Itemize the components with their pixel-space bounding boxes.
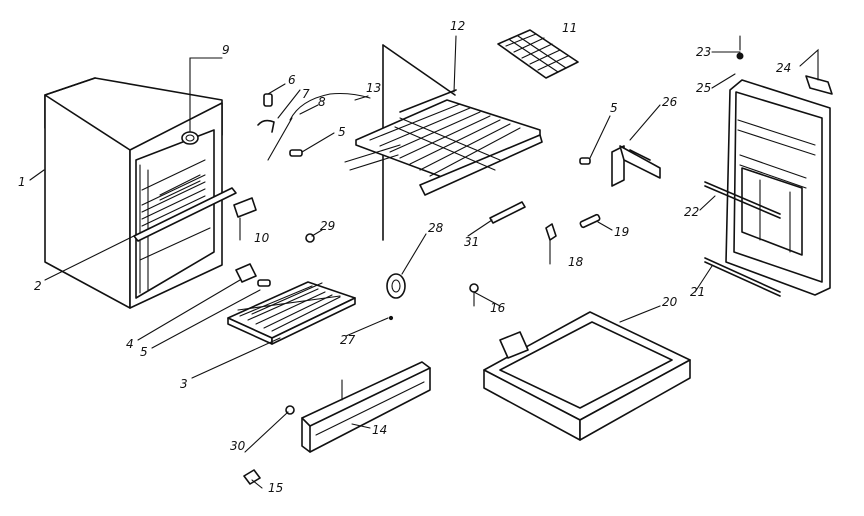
lower-shelf	[227, 281, 356, 345]
callout-5-right: 5	[610, 101, 618, 115]
callout-9: 9	[222, 43, 230, 57]
callout-2: 2	[34, 279, 42, 293]
callout-16: 16	[490, 301, 506, 315]
callout-24: 24	[776, 61, 791, 75]
callout-5-lower: 5	[140, 345, 148, 359]
callout-15: 15	[268, 481, 283, 495]
callout-30: 30	[230, 439, 246, 453]
callout-labels: 1 2 3 4 5 5 5 6 7 8 9 10 11 12 13 14 15 …	[18, 19, 791, 495]
callout-19: 19	[614, 225, 629, 239]
callout-26: 26	[662, 95, 678, 109]
callout-14: 14	[372, 423, 387, 437]
callout-13: 13	[366, 81, 381, 95]
callout-27: 27	[340, 333, 356, 347]
small-hardware	[233, 52, 833, 485]
callout-10: 10	[254, 231, 270, 245]
drip-tray	[483, 311, 691, 441]
callout-1: 1	[18, 175, 26, 189]
hinge-bracket	[611, 145, 661, 187]
drawer-front	[301, 361, 431, 453]
callout-29: 29	[320, 219, 335, 233]
callout-4: 4	[126, 337, 134, 351]
callout-25: 25	[696, 81, 711, 95]
callout-6: 6	[288, 73, 296, 87]
callout-11: 11	[562, 21, 577, 35]
callout-12: 12	[450, 19, 465, 33]
callout-18: 18	[568, 255, 584, 269]
callout-21: 21	[690, 285, 705, 299]
callout-8: 8	[318, 95, 326, 109]
cabinet	[44, 77, 237, 309]
callout-28: 28	[428, 221, 444, 235]
leader-lines	[29, 35, 819, 489]
callout-31: 31	[464, 235, 479, 249]
callout-5-upper: 5	[338, 125, 346, 139]
callout-7: 7	[302, 87, 310, 101]
callout-3: 3	[180, 377, 188, 391]
door	[704, 79, 831, 297]
evaporator-shelf	[344, 44, 543, 241]
callout-22: 22	[684, 205, 699, 219]
callout-23: 23	[696, 45, 711, 59]
ice-tray	[497, 29, 579, 79]
callout-20: 20	[662, 295, 678, 309]
